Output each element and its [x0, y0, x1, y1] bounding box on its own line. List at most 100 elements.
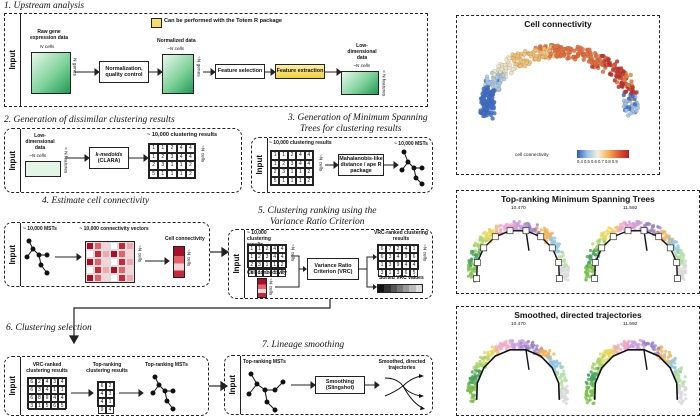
sel-arrows-and-tree — [71, 374, 176, 412]
mst-left-point — [561, 251, 565, 255]
grid-cell: 4 — [278, 253, 286, 261]
mst-right-node — [591, 275, 599, 282]
grid-cell: 1 — [386, 269, 394, 277]
traj-right-point — [679, 401, 684, 406]
raw-data-label: Raw gene expression data — [29, 29, 69, 41]
traj-right-point — [586, 387, 590, 391]
traj-left-point — [562, 372, 566, 376]
mst-right-point — [680, 267, 684, 271]
traj-left-point — [483, 350, 487, 355]
traj-left-point — [490, 345, 494, 349]
grid-cell: 4 — [43, 386, 51, 394]
traj-left-point — [482, 360, 486, 364]
grid-cell: 3 — [287, 159, 297, 168]
traj-right-point — [592, 362, 597, 366]
traj-right-point — [611, 351, 615, 355]
traj-left-point — [496, 345, 500, 349]
heatmap-cell — [118, 274, 126, 282]
traj-left-point — [519, 345, 523, 349]
grid-cell: 2 — [304, 168, 313, 177]
vrc-cell-connectivity-label: Cell connectivity — [247, 270, 287, 276]
smoothing-box: Input Top-ranking MSTs Smoothing (Slings… — [224, 355, 433, 415]
heatmap-cell — [118, 258, 126, 266]
top-mst-panel: Top-ranking Minimum Spanning Trees 10.47… — [456, 190, 700, 294]
mst-right-point — [674, 240, 679, 244]
scatter-point — [589, 55, 594, 60]
traj-right-point — [673, 361, 677, 365]
traj-left-point — [469, 385, 473, 389]
grid-cell: 9 — [98, 406, 106, 414]
traj-right-point — [630, 343, 634, 347]
mst-right-point — [602, 237, 606, 241]
grid-cell: 1 — [270, 261, 279, 269]
traj-left-point — [559, 376, 563, 380]
scatter-point — [555, 43, 560, 48]
mst-left-node — [491, 233, 499, 241]
vrc-arrows — [275, 254, 377, 290]
grid-cell: 4 — [176, 144, 186, 153]
mst-left-node — [473, 275, 481, 282]
scatter-point — [491, 84, 496, 89]
sel-top-ranking-label: Top-ranking clustering results — [86, 362, 128, 374]
mst-left-node — [555, 259, 563, 266]
lowdim-label: Low-dimensional data — [347, 43, 377, 61]
grid-cell: 4 — [98, 390, 106, 398]
grid-cell: 5 — [248, 269, 256, 277]
grid-cell: 2 — [278, 261, 286, 269]
traj-left-point — [477, 364, 481, 368]
mst-left-point — [522, 224, 526, 228]
heatmap-cell — [118, 250, 126, 258]
scatter-point — [617, 74, 622, 79]
grid-cell: 1 — [270, 269, 279, 277]
sorted-vrc-bar — [377, 284, 423, 293]
scatter-point — [478, 108, 483, 113]
grid-cell: 2 — [304, 176, 313, 185]
mst-right-edge — [643, 230, 648, 251]
scatter-point — [592, 60, 597, 65]
traj-left-point — [539, 349, 543, 353]
mst-left-point — [560, 270, 564, 274]
mst-results-label: ~ 10,000 clustering results — [269, 140, 332, 146]
scatter-point — [580, 47, 585, 52]
scatter-point — [538, 46, 543, 51]
conn-vector-cells: ~N cells — [185, 249, 191, 267]
traj-right-point — [660, 345, 664, 349]
conn-vectors-label: ~ 10,000 connectivity vectors — [79, 226, 149, 232]
grid-cell: 1 — [106, 398, 114, 406]
traj-left-point — [471, 399, 475, 403]
mst-left-point — [469, 275, 474, 279]
mst-left-point — [566, 278, 570, 282]
grid-cell: 1 — [58, 386, 66, 394]
grid-cell: 3 — [35, 386, 44, 394]
traj-right-point — [682, 380, 686, 384]
traj-right-point — [607, 348, 611, 353]
mst-right-node — [624, 227, 632, 235]
input-tab: Input — [229, 230, 245, 298]
scatter-point — [528, 51, 533, 56]
traj-left-point — [474, 364, 478, 369]
mst-right-point — [643, 224, 647, 228]
traj-left-point — [547, 357, 551, 361]
grid-cell: 1 — [158, 169, 168, 178]
mst-right-point — [648, 222, 652, 226]
mst-left-point — [467, 261, 471, 265]
traj-right-branch — [643, 349, 648, 370]
gen-n-features: < N features — [62, 147, 68, 174]
heatmap-cell — [86, 274, 94, 282]
scatter-point — [606, 57, 611, 62]
heatmap-cell — [102, 266, 110, 274]
grid-cell: 1 — [271, 159, 280, 168]
grid-cell: 1 — [279, 176, 288, 185]
mst-left-point — [539, 228, 543, 232]
traj-right-point — [673, 370, 677, 374]
scatter-point — [486, 81, 491, 86]
mst-left-node — [555, 275, 563, 282]
traj-left-point — [470, 388, 474, 393]
traj-right-point — [666, 359, 670, 363]
grid-cell: 6 — [98, 382, 106, 390]
scatter-point — [483, 106, 488, 111]
mst-right-point — [659, 229, 663, 233]
